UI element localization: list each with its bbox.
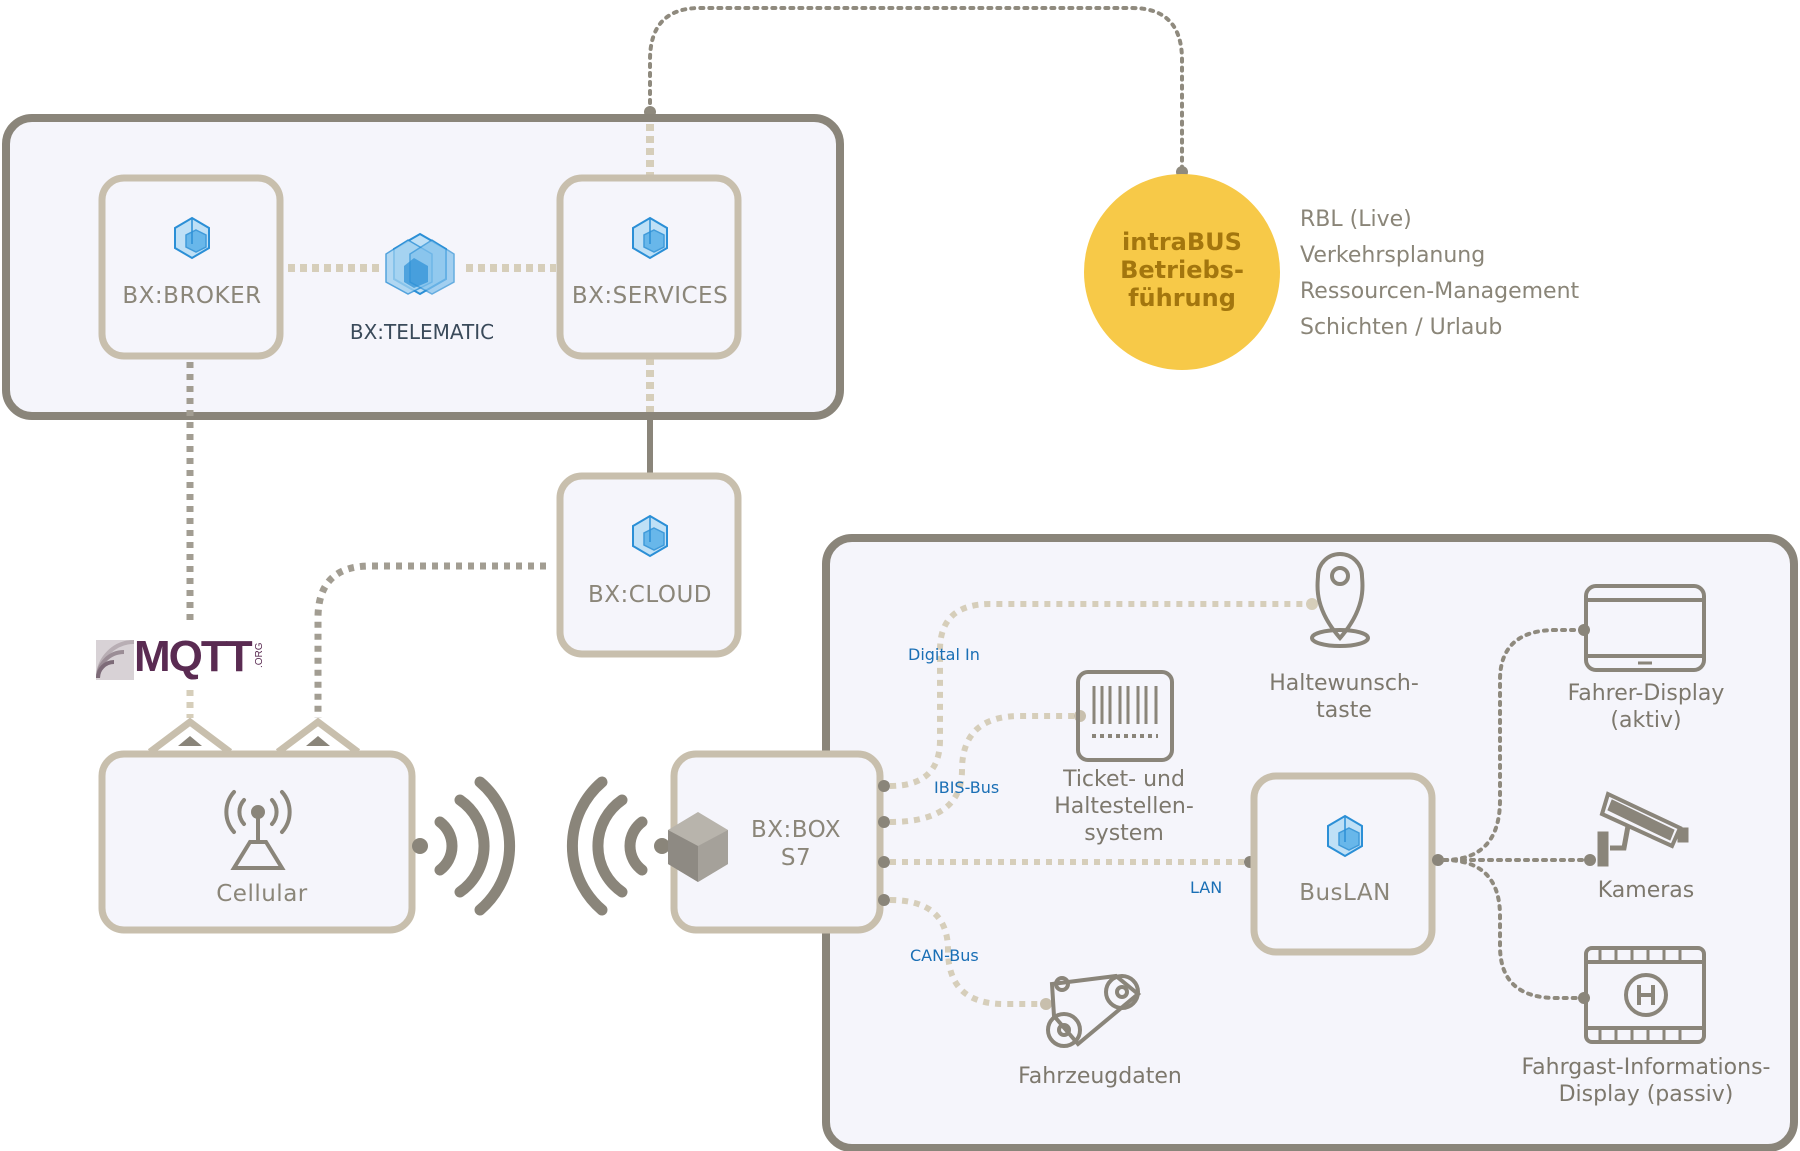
- services-cube-icon: [632, 217, 668, 259]
- bus-label-digital-in: Digital In: [908, 645, 980, 664]
- fgi-display-label: Fahrgast-Informations- Display (passiv): [1522, 1054, 1771, 1108]
- wireless-waves-icon: [412, 776, 670, 916]
- kameras-label: Kameras: [1597, 878, 1695, 903]
- intrabus-title-line1: intraBUS: [1122, 228, 1242, 256]
- intrabus-title: intraBUS Betriebs- führung: [1120, 228, 1244, 312]
- bus-label-can: CAN-Bus: [910, 946, 979, 965]
- ticket-label-line1: Ticket- und: [1063, 767, 1185, 792]
- connector-cloud-cellular: [314, 562, 546, 718]
- telematic-label: BX:TELEMATIC: [349, 320, 495, 344]
- ticket-label-line2: Haltestellen-: [1054, 794, 1194, 819]
- fahrzeugdaten-label: Fahrzeugdaten: [1018, 1064, 1182, 1089]
- mqtt-text: MQTT: [134, 632, 253, 681]
- passenger-info-display-icon: [1584, 946, 1706, 1044]
- buslan-fahrer-line: [1442, 628, 1582, 862]
- haltewunsch-label-line2: taste: [1316, 698, 1372, 723]
- intrabus-circle: [1084, 174, 1280, 370]
- ticket-system-label: Ticket- und Haltestellen- system: [1054, 766, 1194, 847]
- box-label-line2: S7: [780, 845, 812, 871]
- intrabus-feature-list: RBL (Live) Verkehrsplanung Ressourcen-Ma…: [1300, 202, 1579, 346]
- vehicle-data-icon: [1046, 973, 1142, 1048]
- feature-item: Schichten / Urlaub: [1300, 315, 1503, 340]
- node-broker-box: [98, 174, 284, 360]
- camera-icon: [1597, 791, 1689, 867]
- fahrer-display-label: Fahrer-Display (aktiv): [1568, 680, 1725, 734]
- intrabus-title-line2: Betriebs-: [1120, 256, 1244, 284]
- mqtt-logo: MQTT .ORG: [96, 632, 278, 682]
- haltewunsch-label: Haltewunsch- taste: [1269, 670, 1419, 724]
- telematic-cube-icon: [385, 232, 455, 296]
- ibis-line: [889, 713, 1080, 825]
- fahrer-label-line2: (aktiv): [1610, 708, 1682, 733]
- fgi-label-line1: Fahrgast-Informations-: [1521, 1055, 1771, 1080]
- node-buslan-box: [1250, 772, 1436, 956]
- node-cloud-box: [556, 472, 742, 658]
- buslan-label: BusLAN: [1299, 880, 1391, 906]
- digital-in-line: [889, 601, 1310, 789]
- broker-cube-icon: [174, 217, 210, 259]
- mqtt-org-text: .ORG: [254, 642, 265, 668]
- feature-item: Ressourcen-Management: [1300, 279, 1580, 304]
- bus-label-ibis: IBIS-Bus: [934, 778, 1000, 797]
- services-label: BX:SERVICES: [571, 283, 729, 309]
- ticket-machine-icon: [1076, 670, 1174, 762]
- can-line: [889, 897, 1046, 1007]
- feature-item: Verkehrsplanung: [1300, 243, 1486, 268]
- buslan-fgi-line: [1442, 858, 1582, 1000]
- haltewunsch-label-line1: Haltewunsch-: [1269, 671, 1419, 696]
- intrabus-title-line3: führung: [1128, 284, 1236, 312]
- antenna-icon: [224, 790, 292, 870]
- fgi-label-line2: Display (passiv): [1558, 1082, 1734, 1107]
- cloud-cube-icon: [632, 515, 668, 557]
- buslan-cube-icon: [1327, 815, 1363, 857]
- box-cube-icon: [668, 812, 728, 882]
- fahrer-label-line1: Fahrer-Display: [1567, 681, 1725, 706]
- feature-item: RBL (Live): [1300, 207, 1412, 232]
- cellular-label: Cellular: [216, 881, 308, 907]
- driver-display-icon: [1584, 584, 1706, 672]
- box-label-line1: BX:BOX: [750, 817, 842, 843]
- broker-label: BX:BROKER: [122, 283, 262, 309]
- mqtt-waves-icon: [96, 640, 135, 680]
- location-pin-icon: [1310, 552, 1370, 648]
- node-services-box: [556, 174, 742, 360]
- cloud-label: BX:CLOUD: [588, 582, 712, 608]
- ticket-label-line3: system: [1084, 821, 1164, 846]
- connector-services-intrabus: [648, 6, 1184, 174]
- bus-label-lan: LAN: [1190, 878, 1223, 897]
